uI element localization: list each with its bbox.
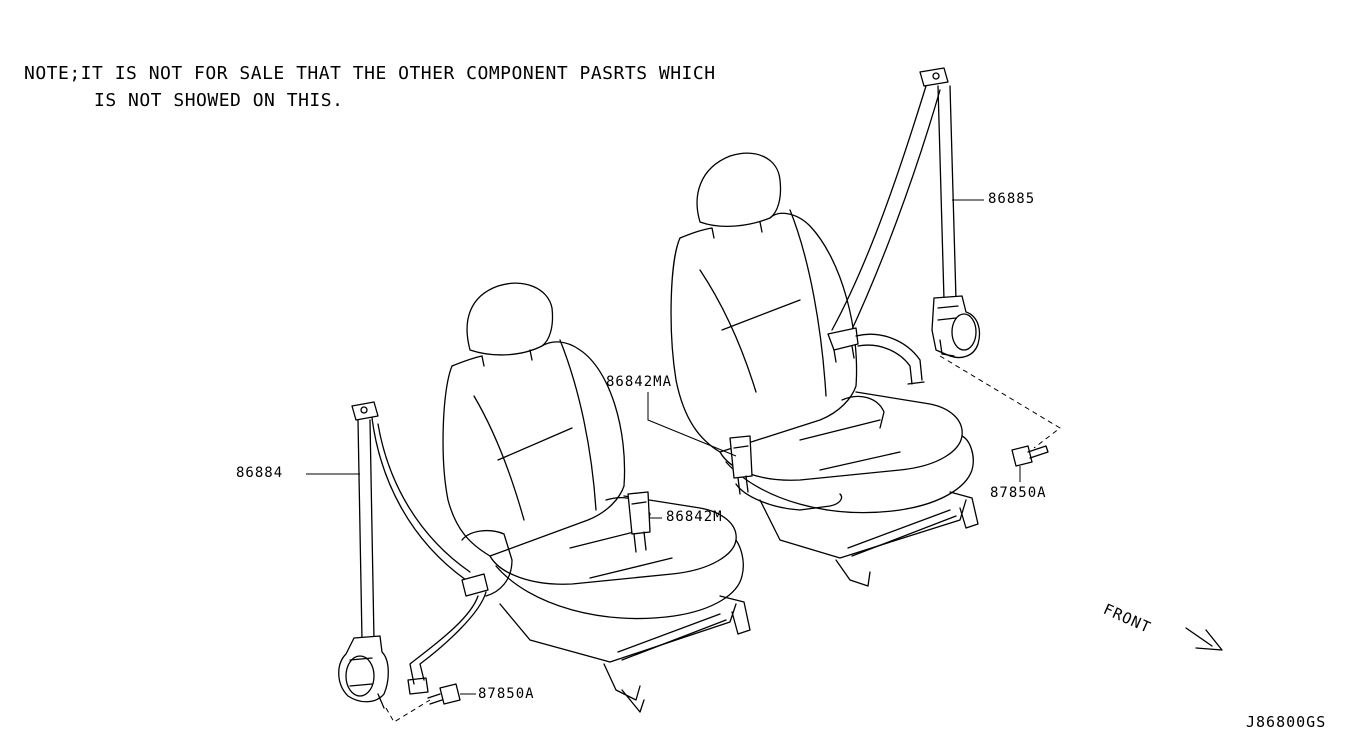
callout-86885: 86885 [988, 191, 1036, 207]
rear-buckle [729, 435, 753, 495]
front-buckle [627, 491, 651, 553]
front-seat-belt-retractor [338, 401, 489, 723]
callout-86884: 86884 [236, 465, 284, 481]
front-seat [442, 282, 751, 713]
front-arrow-icon [1185, 627, 1223, 651]
diagram-code: J86800GS [1246, 713, 1327, 731]
rear-seat [670, 152, 979, 587]
bolt-left [427, 683, 461, 705]
bolt-right [1011, 445, 1049, 467]
callout-87850a-right: 87850A [990, 485, 1047, 501]
callout-86842ma: 86842MA [606, 374, 673, 390]
note-line-2: IS NOT SHOWED ON THIS. [94, 90, 344, 111]
callout-86842m: 86842M [666, 509, 723, 525]
leader-86842ma [647, 392, 737, 457]
callout-87850a-left: 87850A [478, 686, 535, 702]
rear-seat-belt-retractor [827, 67, 1061, 449]
note-line-1: NOTE;IT IS NOT FOR SALE THAT THE OTHER C… [24, 63, 716, 84]
